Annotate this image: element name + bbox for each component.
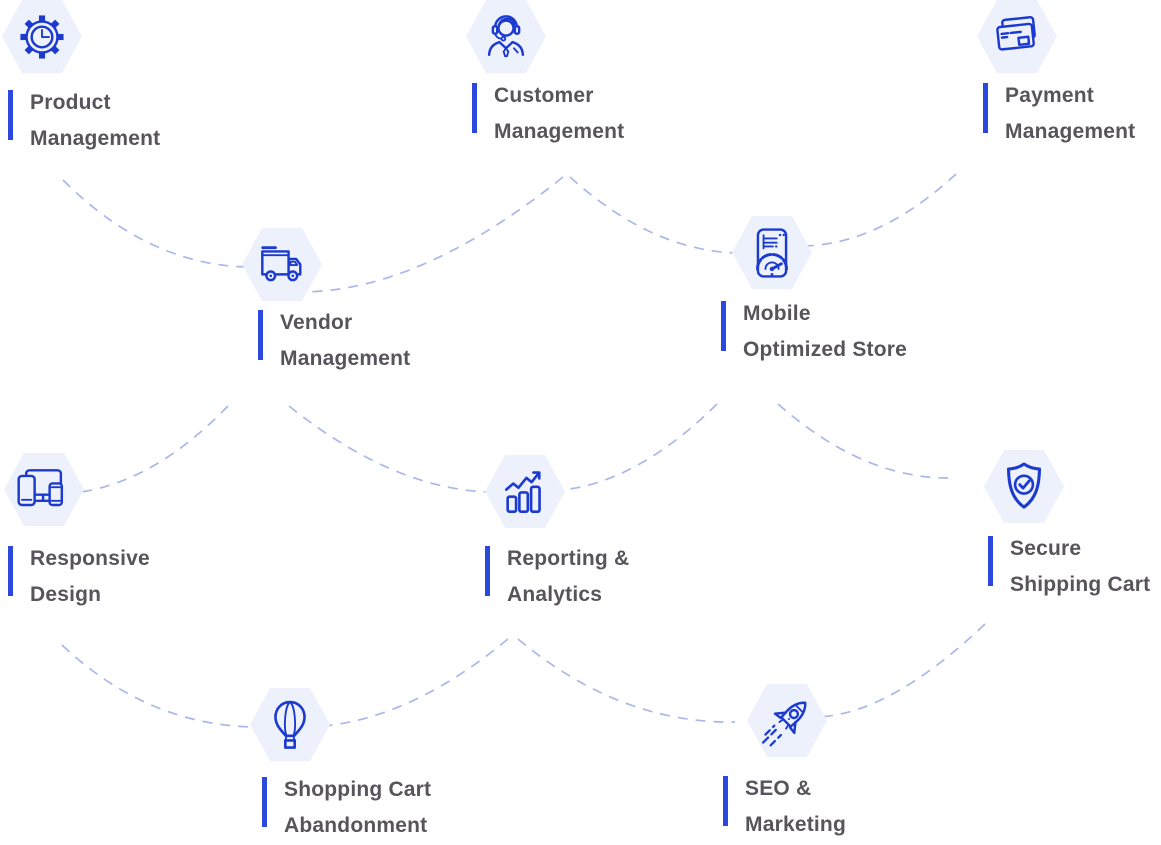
connector-arc-reporting-shopping [299,638,509,728]
feature-label-line: Shopping Cart [284,778,432,801]
connector-arc-vendor-reporting [288,405,499,493]
feature-label: Product Management [8,85,160,157]
connector-arc-payment-mobile [799,173,957,247]
feature-label-line: Secure [1010,537,1082,560]
label-accent-bar [472,83,477,133]
feature-label-line: Responsive [30,547,150,570]
feature-label: Secure Shipping Cart [988,531,1150,603]
customer-support-agent-icon [487,14,525,57]
feature-label: Reporting & Analytics [485,541,629,613]
connector-arc-mobile-secure [777,403,949,479]
feature-label-line: Management [494,120,625,143]
rocket-icon [761,701,807,746]
feature-label-line: Design [30,583,102,606]
feature-label-line: Optimized Store [743,338,908,361]
label-accent-bar [983,83,988,133]
feature-label: Responsive Design [8,541,150,613]
connector-arc-secure-seo [809,623,986,718]
feature-label: Mobile Optimized Store [721,296,907,368]
label-accent-bar [262,777,267,827]
connector-arc-reporting-seo [517,638,736,723]
connector-arc-mobile-reporting [541,403,718,492]
feature-label: SEO & Marketing [723,771,846,843]
hexagon-badge [250,688,330,761]
feature-label-line: Customer [494,84,594,107]
gear-clock-icon [20,14,64,59]
connector-arc-responsive-shopping [61,644,263,728]
bar-chart-growth-icon [504,470,541,513]
label-accent-bar [258,310,263,360]
feature-label: Vendor Management [258,305,410,377]
credit-cards-icon [996,15,1036,51]
feature-label: Payment Management [983,78,1135,150]
feature-label-line: Analytics [507,583,603,606]
feature-label: Shopping Cart Abandonment [262,772,431,844]
feature-label-line: Management [280,347,411,370]
connector-arc-customer-mobile [569,176,746,254]
feature-label-line: Product [30,91,111,114]
label-accent-bar [8,90,13,140]
delivery-truck-icon [261,245,302,281]
feature-label-line: Shipping Cart [1010,573,1151,596]
feature-label-line: Mobile [743,302,811,325]
mobile-speedometer-icon [756,227,788,278]
connector-arc-customer-vendor [299,176,564,293]
feature-label-line: Marketing [745,813,846,836]
connector-arc-product-vendor [62,179,253,268]
feature-label-line: Abandonment [284,814,428,837]
label-accent-bar [485,546,490,596]
label-accent-bar [721,301,726,351]
feature-label-line: Management [1005,120,1136,143]
hot-air-balloon-icon [274,700,306,749]
feature-label: Customer Management [472,78,624,150]
shield-check-icon [1006,461,1042,509]
feature-label-line: Reporting & [507,547,630,570]
label-accent-bar [988,536,993,586]
feature-label-line: Management [30,127,161,150]
label-accent-bar [723,776,728,826]
feature-label-line: SEO & [745,777,812,800]
responsive-devices-icon [17,468,64,506]
feature-label-line: Vendor [280,311,353,334]
label-accent-bar [8,546,13,596]
feature-label-line: Payment [1005,84,1094,107]
